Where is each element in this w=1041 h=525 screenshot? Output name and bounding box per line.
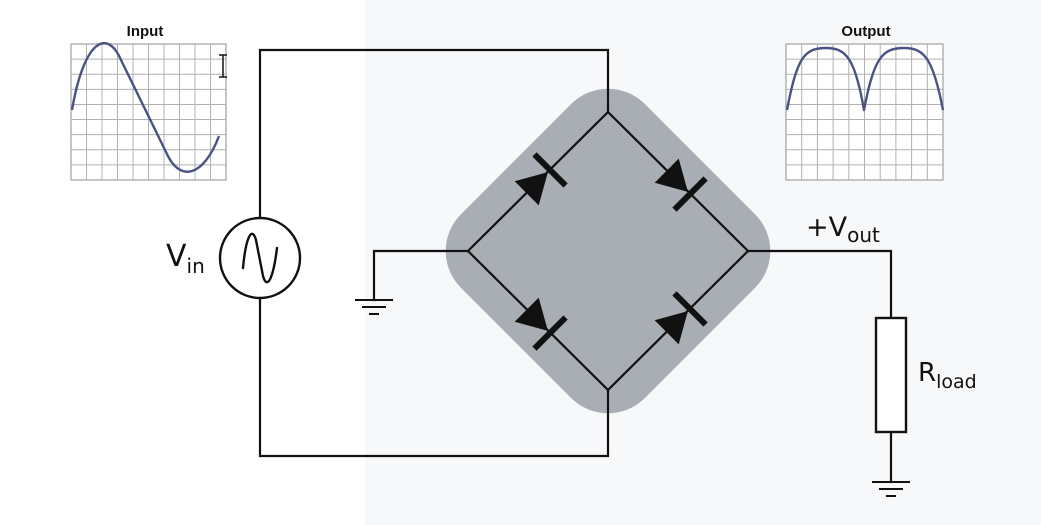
diode-icon [654,158,708,212]
input-scope-title: Input [127,23,164,40]
output-scope: Output [785,23,945,181]
diode-icon [514,152,568,206]
ground-icon [355,299,393,315]
input-waveform [70,42,221,173]
ground-icon [872,481,910,497]
input-scope: Input [70,23,227,181]
text-cursor-icon [219,54,227,78]
ac-source-icon [218,216,302,300]
output-waveform [785,46,945,112]
input-scope-grid [70,43,227,181]
source-label: Vin [166,239,205,278]
output-scope-title: Output [841,23,890,40]
diode-icon [514,297,568,351]
output-scope-grid [785,43,944,181]
output-label: +Vout [806,212,880,247]
bridge-background [445,88,771,414]
diode-icon [654,291,708,345]
load-label: Rload [918,358,977,393]
resistor-icon [874,316,908,434]
